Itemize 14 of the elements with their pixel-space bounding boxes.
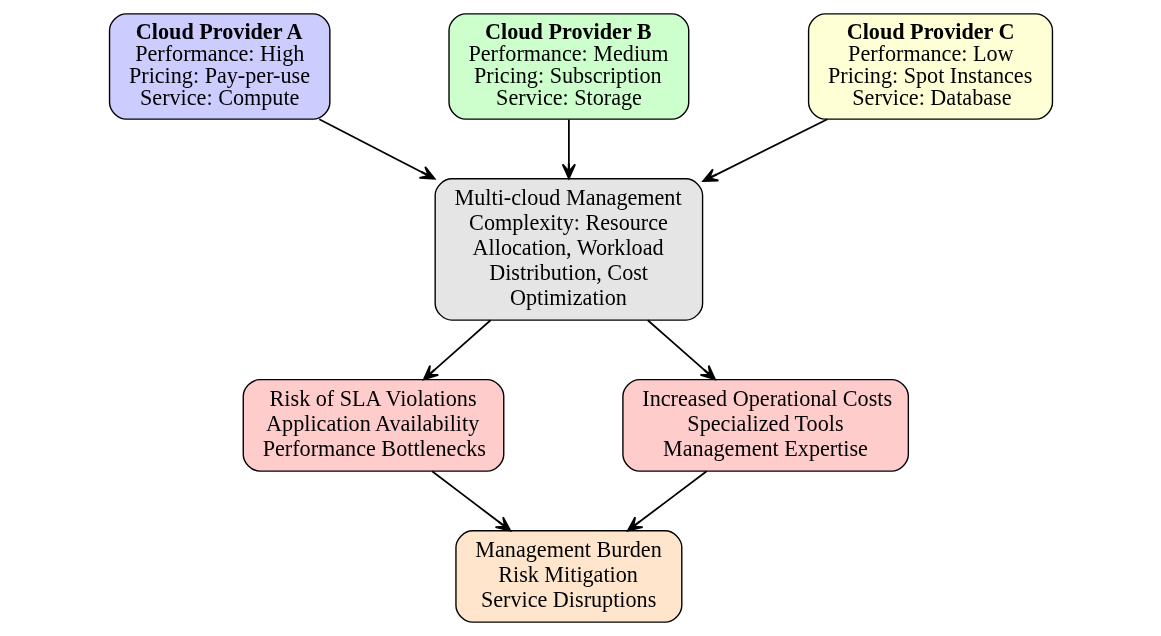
node-box: Management Burden Risk Mitigation Service Disruptions	[454, 530, 682, 623]
arrow	[317, 118, 435, 180]
arrow	[701, 118, 828, 182]
arrow	[646, 319, 716, 381]
node-box: Cloud Provider C Performance: Low Pricing: Spot Instances Service: Database	[807, 13, 1053, 120]
node-box: Cloud Provider A Performance: High Pricing: Pay-per-use Service: Compute	[108, 13, 331, 120]
node-box: Cloud Provider B Performance: Medium Pricing: Subscription Service: Storage	[447, 13, 689, 120]
node-box: Multi-cloud Management Complexity: Resource Allocation, Workload Distribution, Cost Optimization	[433, 178, 703, 321]
arrow	[422, 319, 491, 381]
arrow	[430, 470, 511, 532]
arrow	[561, 118, 576, 180]
node-box: Increased Operational Costs Specialized Tools Management Expertise	[621, 378, 909, 472]
arrow	[626, 470, 707, 532]
node-box: Risk of SLA Violations Application Availability Performance Bottlenecks	[242, 378, 504, 472]
